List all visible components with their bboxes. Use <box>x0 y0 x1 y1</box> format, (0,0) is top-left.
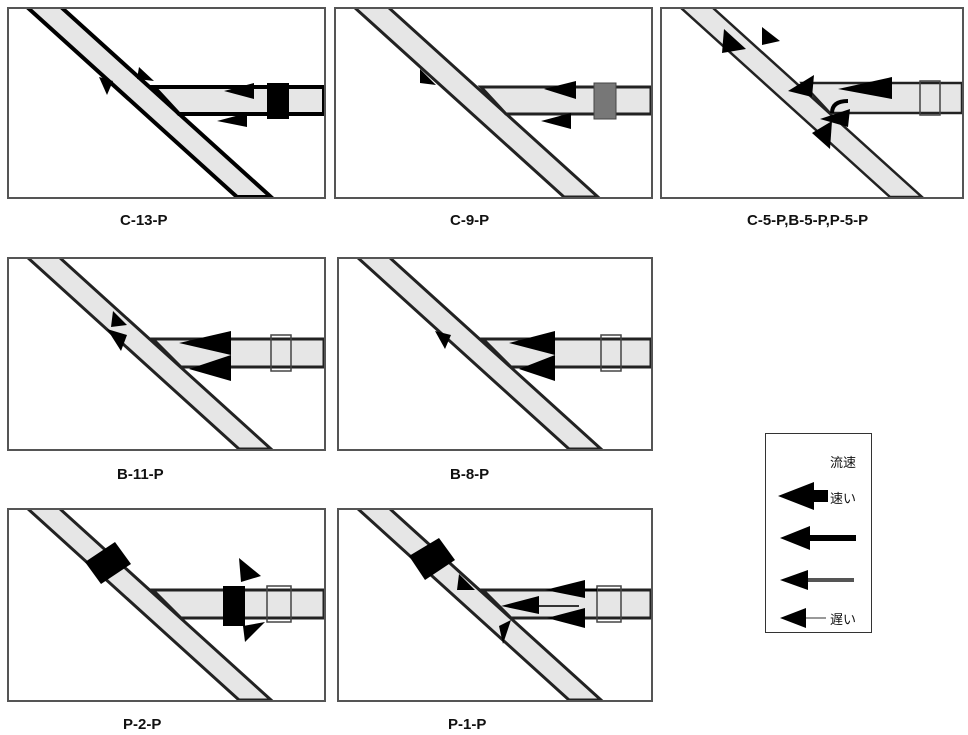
legend-arrow-slow <box>780 608 826 628</box>
pipe-junction-diagram <box>353 9 651 197</box>
panel-caption: C-13-P <box>120 212 168 229</box>
panel-caption: C-9-P <box>450 212 490 229</box>
panel-caption: B-8-P <box>450 466 490 483</box>
pipe-junction-diagram <box>26 259 324 449</box>
diagram-panel-b11p <box>7 257 326 451</box>
panel-caption: P-2-P <box>123 716 162 733</box>
diagram-panel-c9p <box>334 7 653 199</box>
pipe-junction-diagram <box>680 9 962 197</box>
pipe-junction-diagram <box>356 259 651 449</box>
pipe-junction-diagram <box>356 510 651 700</box>
panel-caption: P-1-P <box>448 716 487 733</box>
pipe-junction-diagram <box>26 510 324 700</box>
flow-speed-legend: 流速 速い 遅い <box>765 433 872 633</box>
diagram-panel-p2p <box>7 508 326 702</box>
legend-arrow-medium-fast <box>780 526 856 550</box>
diagram-panel-b8p <box>337 257 653 451</box>
legend-fast-label: 速い <box>830 492 857 507</box>
pipe-junction-diagram <box>26 9 324 197</box>
legend-title: 流速 <box>830 456 857 471</box>
legend-slow-label: 遅い <box>830 613 857 628</box>
diagram-panel-c5p <box>660 7 964 199</box>
legend-arrows <box>778 482 856 628</box>
panel-caption: B-11-P <box>117 466 164 483</box>
panel-caption: C-5-P,B-5-P,P-5-P <box>747 212 869 229</box>
legend-arrow-fast <box>778 482 828 510</box>
diagram-panel-p1p <box>337 508 653 702</box>
legend-arrow-medium-slow <box>780 570 854 590</box>
diagram-panel-c13p <box>7 7 326 199</box>
